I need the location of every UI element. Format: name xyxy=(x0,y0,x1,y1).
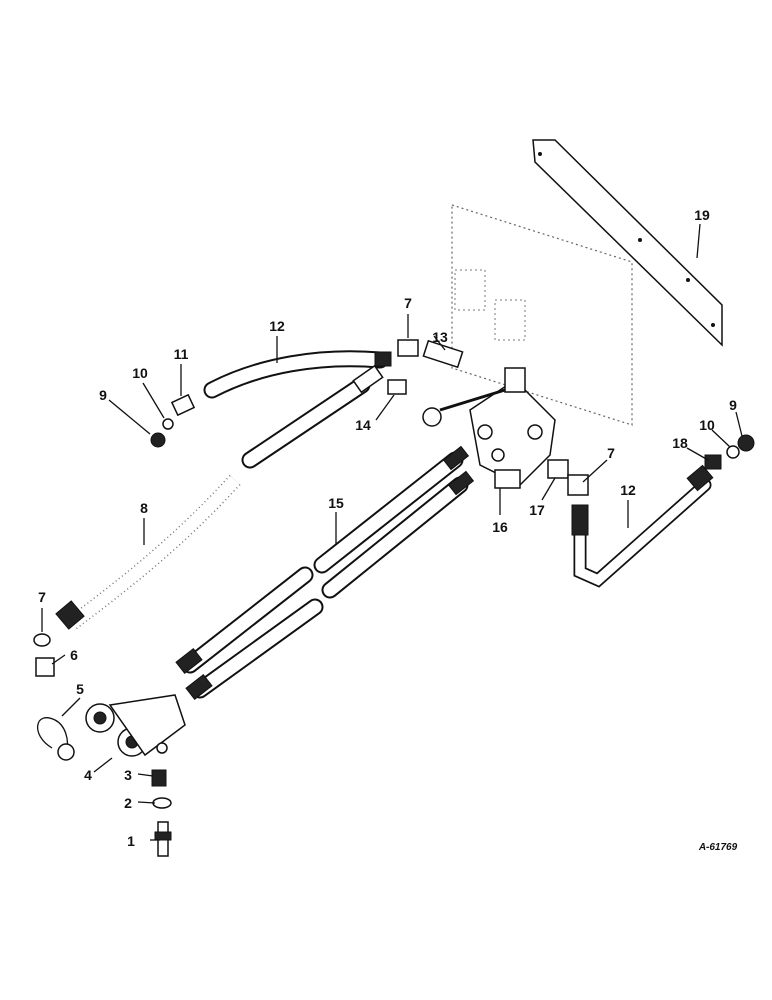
hose-part-8 xyxy=(55,474,241,631)
callout-7-top: 7 xyxy=(404,295,412,311)
callout-1: 1 xyxy=(127,833,135,849)
pipe-part-12-right xyxy=(571,464,714,588)
washer-part-10-right xyxy=(726,445,740,459)
hose-to-breakaway xyxy=(241,364,384,469)
hoses-part-15 xyxy=(175,445,475,700)
callout-19: 19 xyxy=(694,207,710,223)
dust-cap-part-5 xyxy=(36,717,75,761)
cap-part-9-right xyxy=(737,434,755,452)
stud-part-1 xyxy=(154,821,172,857)
adapter-part-6 xyxy=(35,657,55,677)
callout-7-left: 7 xyxy=(38,589,46,605)
adapter-part-17 xyxy=(547,459,569,479)
callout-16: 16 xyxy=(492,519,508,535)
callout-6: 6 xyxy=(70,647,78,663)
cap-part-9-left xyxy=(150,432,166,448)
tractor-panel-outline xyxy=(451,204,633,426)
callout-10-right: 10 xyxy=(699,417,715,433)
callout-8: 8 xyxy=(140,500,148,516)
callout-7-right: 7 xyxy=(607,445,615,461)
leader-lines xyxy=(41,223,743,841)
fitting-part-13 xyxy=(422,339,464,369)
fitting-part-3 xyxy=(151,769,167,787)
breakaway-coupler-part-4 xyxy=(85,694,186,757)
washer-part-10-left xyxy=(162,418,174,430)
mounting-plate-part-19 xyxy=(532,139,723,347)
reference-number: A-61769 xyxy=(698,842,738,853)
elbow-part-7-left xyxy=(33,633,51,647)
callout-3: 3 xyxy=(124,767,132,783)
elbow-part-7-top xyxy=(397,339,419,357)
fitting-part-18 xyxy=(704,454,722,470)
fitting-part-11 xyxy=(170,393,196,417)
callout-2: 2 xyxy=(124,795,132,811)
elbow-part-7-right xyxy=(567,474,589,496)
callout-9-left: 9 xyxy=(99,387,107,403)
fitting-part-14 xyxy=(387,379,407,395)
callout-17: 17 xyxy=(529,502,545,518)
callout-15: 15 xyxy=(328,495,344,511)
washer-part-2 xyxy=(152,797,172,809)
callout-11: 11 xyxy=(174,346,189,362)
callout-10-left: 10 xyxy=(132,365,148,381)
callout-18: 18 xyxy=(672,435,688,451)
callout-9-right: 9 xyxy=(729,397,737,413)
callout-12-right: 12 xyxy=(620,482,636,498)
callout-4: 4 xyxy=(84,767,92,783)
callout-12-top: 12 xyxy=(269,318,285,334)
upper-hose-part-12 xyxy=(203,350,392,399)
callout-13: 13 xyxy=(432,329,448,345)
control-valve-part-16 xyxy=(422,367,556,489)
callout-14: 14 xyxy=(355,417,371,433)
callout-labels: 1 2 3 4 5 6 7 7 7 8 9 9 10 10 11 12 12 1… xyxy=(38,207,738,853)
callout-5: 5 xyxy=(76,681,84,697)
